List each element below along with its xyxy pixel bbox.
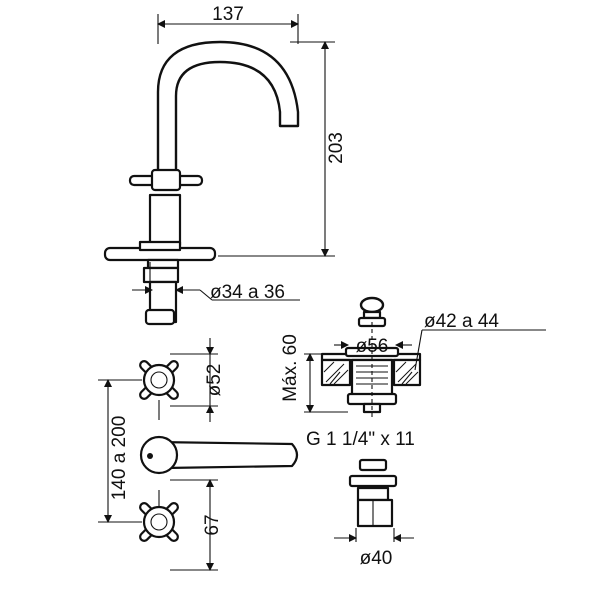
handle-diameter-label: ø52 <box>204 364 225 397</box>
tailpiece <box>348 458 398 528</box>
max-thickness-label: Máx. 60 <box>280 334 301 402</box>
handle-diameter-dimension: ø52 <box>170 338 225 422</box>
drain-assembly <box>320 296 422 420</box>
max-thickness-dimension: Máx. 60 <box>280 334 348 413</box>
top-view-handles <box>139 360 299 542</box>
height-dimension: 203 <box>218 41 347 257</box>
faucet-side-view <box>103 40 300 326</box>
hole-diameter-label: ø34 a 36 <box>210 282 285 303</box>
hole-diameter-dimension: ø34 a 36 <box>132 282 300 303</box>
spout-reach-dimension: 137 <box>157 4 299 44</box>
handle-spacing-label: 140 a 200 <box>109 416 130 501</box>
handle-spacing-dimension: 140 a 200 <box>98 379 142 523</box>
center-spout-lever <box>139 435 299 475</box>
drain-hole-label: ø42 a 44 <box>424 311 499 332</box>
drain-flange-dimension: ø56 <box>334 336 412 357</box>
handle-offset-label: 67 <box>202 514 223 535</box>
upper-handle <box>139 360 179 420</box>
tailpiece-diameter-label: ø40 <box>360 548 393 569</box>
tailpiece-diameter-dimension: ø40 <box>334 528 414 569</box>
drain-flange-label: ø56 <box>356 336 389 357</box>
handle-offset-dimension: 67 <box>170 479 223 571</box>
drain-hole-dimension: ø42 a 44 <box>414 311 546 371</box>
spout-reach-label: 137 <box>212 4 244 25</box>
height-label: 203 <box>326 132 347 164</box>
lower-handle <box>139 490 179 542</box>
drain-thread-label: G 1 1/4" x 11 <box>306 429 415 450</box>
